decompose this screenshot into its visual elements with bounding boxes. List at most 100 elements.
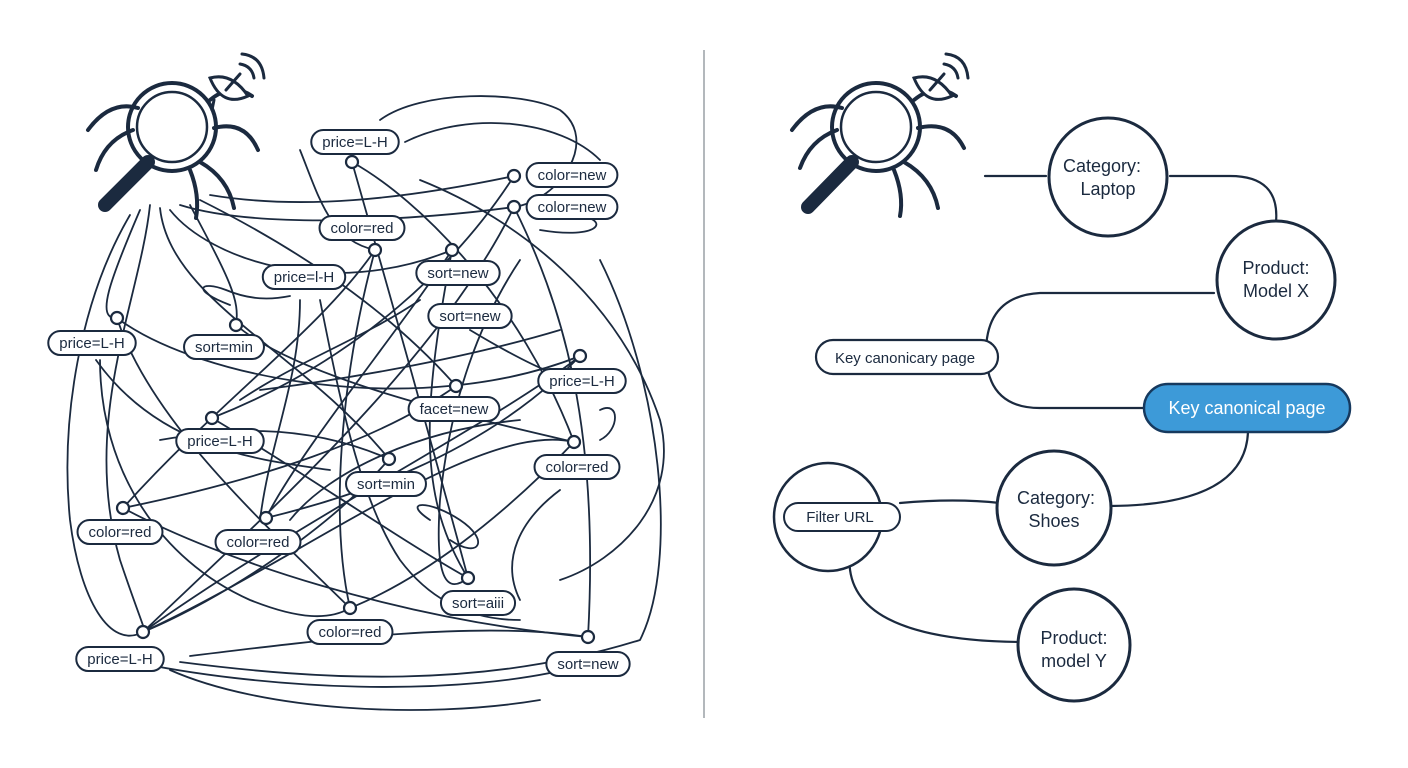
link-curve	[122, 507, 589, 638]
param-label-pill	[439, 590, 517, 616]
param-label: color=red	[318, 215, 406, 241]
param-label-text: price=L-H	[187, 433, 252, 450]
param-label: price=L-H	[310, 129, 400, 155]
param-label-pill	[415, 260, 501, 286]
node-dot	[580, 629, 596, 645]
param-label-pill	[427, 303, 513, 329]
node-key-canonicary-page-label: Key canonicary page	[835, 350, 975, 367]
param-label-pill	[261, 264, 347, 290]
link-curve	[211, 175, 515, 419]
node-category-laptop-line2: Laptop	[1080, 179, 1135, 199]
node-product-model-y-line1: Product:	[1040, 628, 1107, 648]
link-curve	[169, 669, 541, 711]
node-dot	[460, 570, 476, 586]
param-label-text: facet=new	[420, 401, 489, 418]
link-curve	[66, 214, 144, 637]
node-dot	[204, 410, 220, 426]
node-key-canonicary-page: Key canonicary page	[814, 338, 1000, 376]
link-curve	[239, 299, 421, 401]
tangled-node-dots	[109, 154, 596, 645]
link-curve	[289, 419, 521, 521]
param-label: price=L-H	[47, 330, 137, 356]
link-curve	[379, 95, 578, 208]
node-product-model-x-line2: Model X	[1243, 281, 1309, 301]
node-product-model-y-line2: model Y	[1041, 651, 1107, 671]
param-label: price=l-H	[261, 264, 347, 290]
link-curve	[142, 438, 575, 633]
spider-magnifier-icon	[86, 81, 260, 220]
param-label: color=red	[306, 619, 394, 645]
param-label-text: sort=new	[427, 265, 488, 282]
param-label: sort=aiii	[439, 590, 517, 616]
param-label-pill	[318, 215, 406, 241]
param-label: color=red	[533, 454, 621, 480]
link-curve	[179, 259, 662, 678]
node-product-model-y: Product: model Y	[1016, 587, 1132, 703]
param-label-text: price=L-H	[87, 651, 152, 668]
satellite-dish-icon	[207, 52, 266, 112]
link-curve	[351, 161, 469, 579]
param-label: color=new	[525, 194, 619, 220]
node-category-laptop-line1: Category:	[1063, 156, 1141, 176]
link-curve	[338, 249, 376, 609]
node-key-canonical-page: Key canonical page	[1142, 382, 1352, 434]
link-curve	[116, 317, 351, 609]
param-label: color=red	[214, 529, 302, 555]
link-curve	[105, 204, 151, 635]
node-dot	[342, 600, 358, 616]
link-curve	[259, 299, 301, 521]
link-curve	[159, 207, 390, 460]
node-dot	[367, 242, 383, 258]
link-curve	[189, 629, 589, 657]
satellite-dish-icon	[911, 52, 970, 101]
param-label-text: sort=min	[357, 476, 415, 493]
link-curve	[202, 285, 291, 306]
node-dot	[506, 168, 522, 184]
node-dot	[115, 500, 131, 516]
param-label-pill	[545, 651, 631, 677]
param-label-text: color=red	[227, 534, 290, 551]
param-label-text: price=L-H	[322, 134, 387, 151]
node-category-shoes-line2: Shoes	[1028, 511, 1079, 531]
node-dot	[572, 348, 588, 364]
node-dot	[506, 199, 522, 215]
node-dot	[109, 310, 125, 326]
link-curve	[119, 658, 589, 688]
param-label: price=L-H	[537, 368, 627, 394]
node-filter-url-label: Filter URL	[806, 509, 874, 526]
param-label: sort=new	[545, 651, 631, 677]
link-curve	[419, 179, 665, 581]
param-label-pill	[76, 519, 164, 545]
link-curve	[116, 317, 581, 390]
node-dot	[135, 624, 151, 640]
param-label: facet=new	[407, 396, 501, 422]
param-label-text: sort=min	[195, 339, 253, 356]
param-label: color=red	[76, 519, 164, 545]
param-label-text: sort=new	[439, 308, 500, 325]
param-label: price=L-H	[175, 428, 265, 454]
node-key-canonical-page-label: Key canonical page	[1168, 398, 1325, 418]
node-dot	[444, 242, 460, 258]
param-label-text: color=new	[538, 199, 607, 216]
param-label-text: color=red	[331, 220, 394, 237]
link-curve	[209, 175, 515, 203]
node-dot	[381, 451, 397, 467]
param-label-pill	[537, 368, 627, 394]
param-label-pill	[407, 396, 501, 422]
param-label: sort=min	[345, 471, 427, 497]
node-product-model-x: Product: Model X	[1215, 219, 1337, 341]
node-filter-url: Filter URL	[772, 461, 901, 573]
param-label-pill	[533, 454, 621, 480]
link-curve	[189, 204, 238, 326]
param-label-pill	[345, 471, 427, 497]
param-label-pill	[306, 619, 394, 645]
parameter-url-labels: price=L-Hcolor=newcolor=newcolor=redpric…	[47, 129, 631, 677]
param-label: sort=min	[183, 334, 265, 360]
param-label-pill	[47, 330, 137, 356]
param-label-text: color=red	[319, 624, 382, 641]
link-curve	[99, 359, 351, 618]
spider-magnifier-icon	[790, 81, 966, 218]
link-curve	[299, 149, 376, 251]
param-label-text: price=L-H	[549, 373, 614, 390]
